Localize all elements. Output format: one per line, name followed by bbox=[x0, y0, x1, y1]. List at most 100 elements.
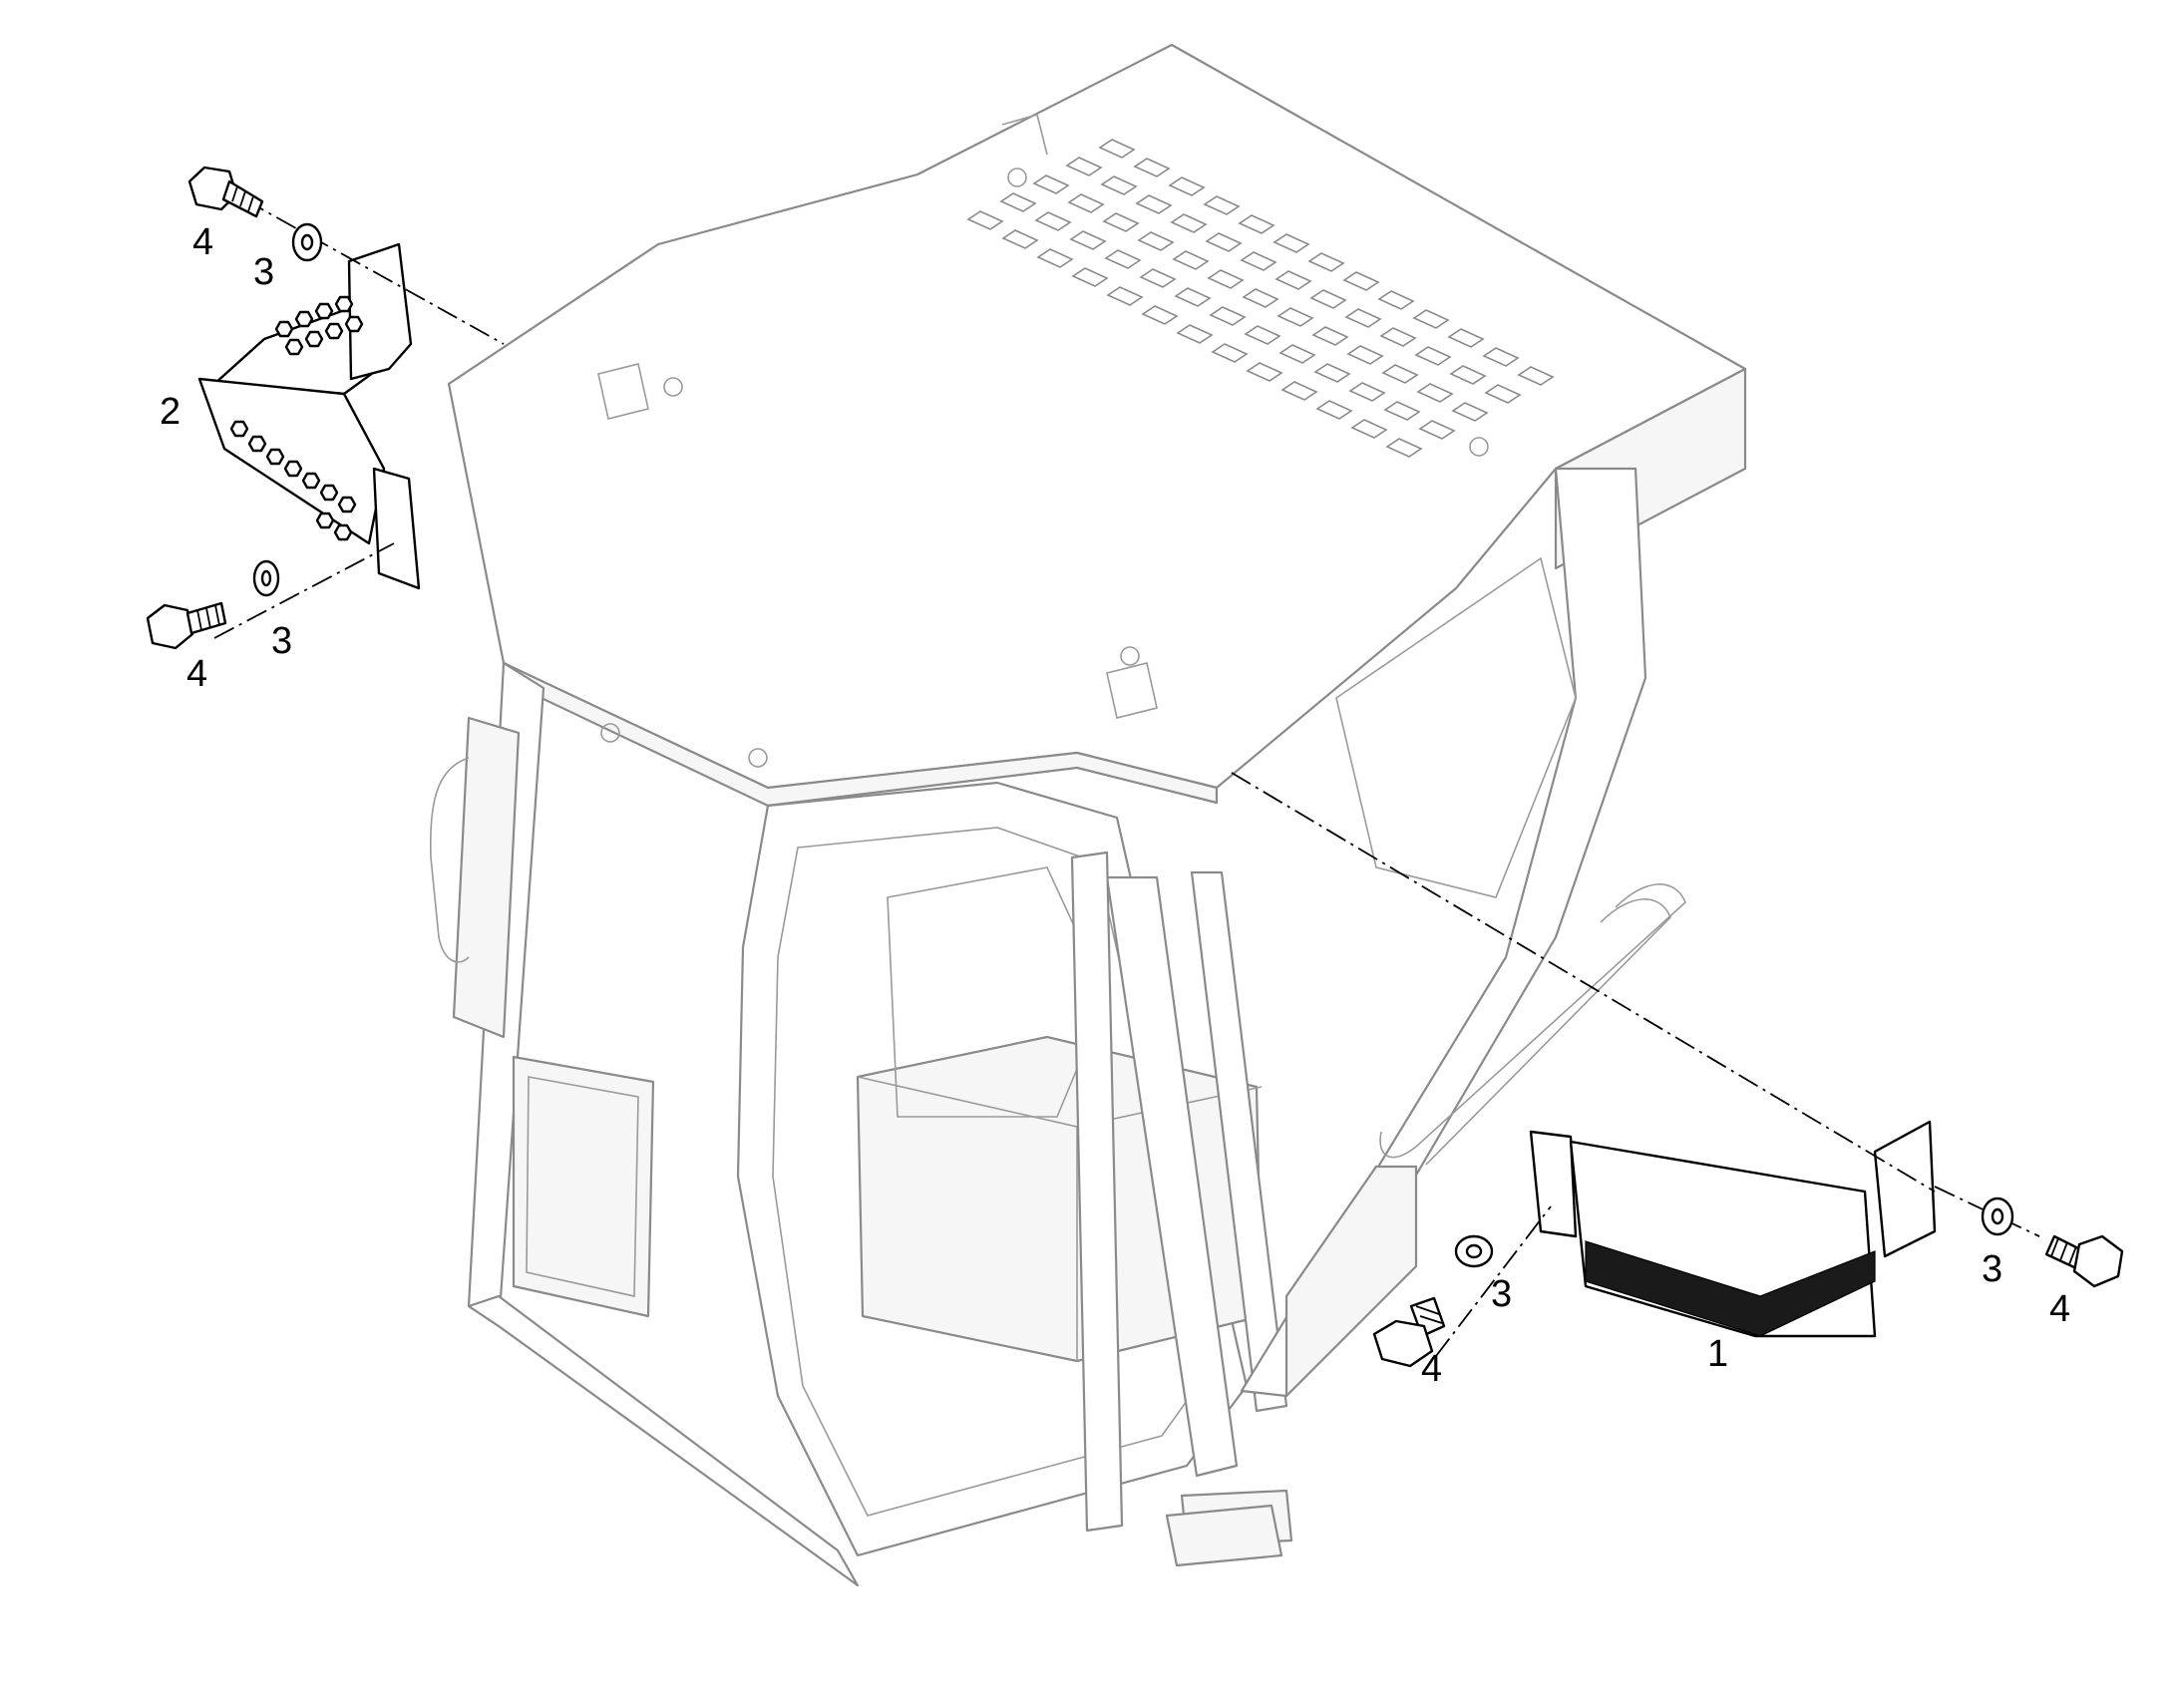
mesh-cell bbox=[314, 302, 334, 320]
guard-2-bracket-bottom bbox=[372, 467, 421, 590]
mesh-cell bbox=[315, 512, 335, 529]
roof-bolt-2 bbox=[1007, 168, 1027, 187]
bolt-thread bbox=[196, 604, 220, 631]
callout-4-right: 4 bbox=[2049, 1288, 2070, 1330]
roof-vent-slot bbox=[1172, 250, 1210, 270]
mesh-cell bbox=[319, 484, 339, 502]
roof-vent-slot bbox=[1141, 305, 1179, 325]
bolt-mid-left bbox=[146, 601, 227, 650]
leader-right-lower-left bbox=[1435, 1205, 1552, 1357]
roof-vent-slot bbox=[1278, 344, 1316, 364]
roof-vent-slot bbox=[1246, 362, 1283, 382]
roof-handle-top bbox=[1001, 114, 1048, 156]
roof-vent-slot bbox=[1238, 214, 1275, 234]
washer-right-lower-left bbox=[1454, 1234, 1494, 1268]
mesh-cell bbox=[274, 320, 294, 338]
roof-vent-slot bbox=[1348, 382, 1386, 402]
roof-vent-slot bbox=[1517, 366, 1555, 386]
roof-bolt-4 bbox=[1469, 437, 1489, 457]
callout-3-right-washer-left: 3 bbox=[1491, 1273, 1512, 1315]
roof-vent-slot bbox=[1346, 345, 1384, 365]
cab-lower-right-body bbox=[1284, 1165, 1418, 1398]
roof-bolt-6 bbox=[600, 723, 620, 743]
callout-2: 2 bbox=[160, 391, 181, 433]
leader-top-left-bolt bbox=[243, 198, 505, 345]
roof-vent-slot bbox=[1414, 346, 1452, 366]
washer-right bbox=[1981, 1196, 2014, 1236]
cab-roof-fixtures bbox=[597, 114, 1489, 768]
bolt-thread bbox=[1415, 1305, 1443, 1324]
roof-vent-slot bbox=[1205, 232, 1243, 252]
roof-vent-slot bbox=[1104, 249, 1142, 269]
roof-vent-slot bbox=[1377, 290, 1415, 310]
roof-vent-slot bbox=[1034, 211, 1072, 231]
roof-vent-slot bbox=[1135, 194, 1173, 214]
roof-vent-slot bbox=[1280, 381, 1318, 401]
roof-vent-slot bbox=[1168, 176, 1206, 196]
callout-4-mid-left: 4 bbox=[186, 653, 207, 695]
washer-mid-left bbox=[252, 559, 280, 597]
roof-vent-slot bbox=[1067, 193, 1105, 213]
callout-3-mid-left: 3 bbox=[271, 620, 292, 662]
mesh-cell bbox=[334, 295, 354, 313]
bolt-hex-head bbox=[146, 603, 194, 650]
roof-vent-slot bbox=[1311, 326, 1349, 346]
guard-2-bracket-top bbox=[347, 242, 413, 381]
cab-front-strut bbox=[1105, 875, 1239, 1478]
callout-3-top-left: 3 bbox=[253, 251, 274, 293]
roof-vent-slot bbox=[1098, 139, 1136, 159]
cab-door-frame-inner bbox=[772, 827, 1213, 1517]
roof-vent-slot bbox=[1001, 229, 1039, 249]
cab-gas-spring bbox=[1190, 870, 1288, 1413]
callout-3-right: 3 bbox=[1982, 1248, 2002, 1290]
roof-vent-slot bbox=[1207, 269, 1245, 289]
roof-vent-slot bbox=[1170, 213, 1208, 233]
bolt-hex-head bbox=[1372, 1319, 1434, 1368]
roof-vent-slot bbox=[1418, 420, 1456, 440]
roof-vent-slot bbox=[966, 210, 1004, 230]
cab-left-handle bbox=[429, 757, 470, 963]
bolt-thread bbox=[2050, 1237, 2077, 1265]
mesh-cell bbox=[229, 420, 249, 438]
guard-1-right-bracket bbox=[1873, 1120, 1937, 1258]
mesh-cell bbox=[294, 310, 314, 328]
roof-vent-slot bbox=[1344, 308, 1382, 328]
mesh-cell bbox=[304, 330, 324, 348]
roof-vent-slot bbox=[1176, 324, 1214, 344]
roof-vent-slot bbox=[1240, 251, 1277, 271]
leader-mid-left-bolt bbox=[213, 542, 395, 639]
roof-vent-slot bbox=[1174, 287, 1212, 307]
bolt-thread bbox=[231, 185, 254, 212]
callout-labels: 4 3 2 3 4 3 4 1 3 4 bbox=[160, 221, 2070, 1390]
roof-vent-slot bbox=[1451, 402, 1489, 422]
leader-right-upper bbox=[1231, 772, 1936, 1193]
roof-vent-slot bbox=[1342, 271, 1380, 291]
callout-4-right-bolt-left: 4 bbox=[1421, 1348, 1442, 1390]
washer-inner bbox=[1465, 1243, 1483, 1259]
bolt-right-lower-left bbox=[1372, 1296, 1446, 1368]
mesh-cell bbox=[265, 448, 285, 466]
mesh-cell bbox=[247, 435, 267, 453]
guard-1-mesh-band bbox=[1585, 1240, 1876, 1337]
washer-inner bbox=[300, 233, 314, 251]
roof-vent-slot bbox=[1102, 212, 1140, 232]
cab-roof bbox=[447, 43, 1747, 790]
callout-1: 1 bbox=[1707, 1333, 1728, 1375]
operator-cab bbox=[429, 43, 1747, 1587]
roof-vent-slot bbox=[1309, 289, 1347, 309]
roof-vent-slot bbox=[1416, 383, 1454, 403]
roof-vent-slot bbox=[1412, 309, 1450, 329]
cab-left-panel bbox=[452, 716, 521, 1039]
roof-vent-slot bbox=[1484, 384, 1522, 404]
roof-vent-slot bbox=[1036, 248, 1074, 268]
bolt-right bbox=[2044, 1234, 2124, 1288]
roof-bolt-1 bbox=[663, 377, 683, 397]
roof-vent-slot bbox=[1069, 230, 1107, 250]
cab-roof-edge bbox=[502, 661, 1219, 808]
roof-vent-slot bbox=[1307, 252, 1345, 272]
cab-side-window-inner bbox=[526, 1076, 639, 1297]
roof-vent-slot bbox=[1209, 306, 1247, 326]
roof-vent-slot bbox=[1274, 270, 1312, 290]
roof-vent-slot bbox=[1203, 195, 1241, 215]
